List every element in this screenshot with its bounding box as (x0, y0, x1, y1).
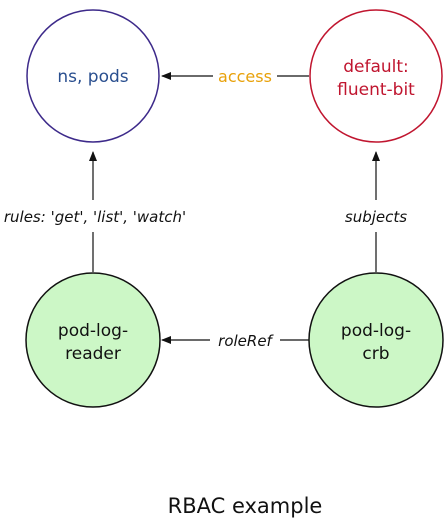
role-node-label-line2: reader (65, 344, 121, 364)
binding-node-label-line2: crb (362, 344, 389, 364)
role-node-circle (25, 272, 161, 408)
subject-node-label-line2: fluent-bit (337, 80, 415, 100)
binding-node-circle (308, 272, 444, 408)
resources-node-label: ns, pods (57, 67, 128, 87)
resources-node: ns, pods (26, 9, 160, 143)
rules-edge-label: rules: 'get', 'list', 'watch' (4, 208, 186, 226)
diagram-caption: RBAC example (168, 494, 323, 518)
binding-node-label-line1: pod-log- (341, 321, 411, 341)
access-edge-label: access (218, 67, 272, 86)
subject-node-label-line1: default: (343, 57, 409, 77)
roleref-edge-label: roleRef (218, 332, 274, 350)
resources-node-circle (26, 9, 160, 143)
role-node-label-line1: pod-log- (58, 321, 128, 341)
subject-node: default: fluent-bit (309, 9, 443, 143)
subject-node-circle (309, 9, 443, 143)
role-node: pod-log- reader (25, 272, 161, 408)
subjects-edge-label: subjects (345, 208, 407, 226)
binding-node: pod-log- crb (308, 272, 444, 408)
